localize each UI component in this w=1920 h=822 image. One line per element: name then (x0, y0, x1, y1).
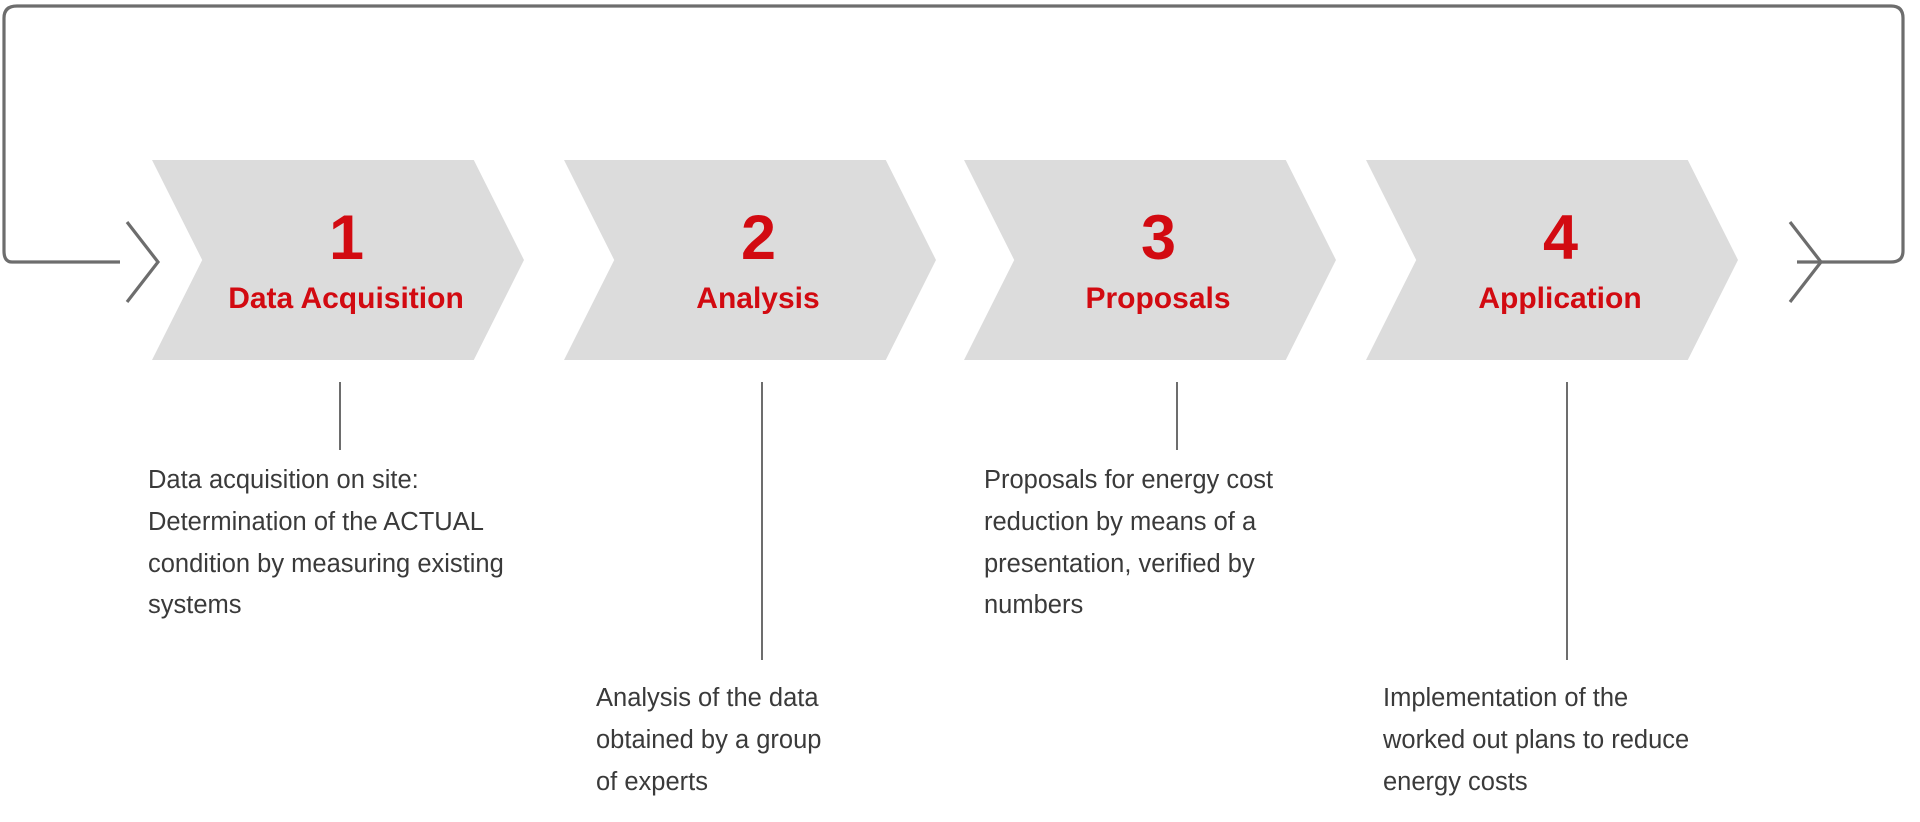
step-number-4: 4 (1542, 202, 1578, 273)
connector-line-4 (1566, 382, 1568, 660)
step-chevron-4[interactable]: 4 Application (1366, 160, 1738, 360)
connector-line-2 (761, 382, 763, 660)
step-description-1: Data acquisition on site: Determination … (148, 460, 504, 627)
chevron-right-icon (1788, 221, 1824, 303)
desc-3-line-4: numbers (984, 591, 1084, 620)
desc-4-line-3: energy costs (1383, 767, 1528, 796)
desc-1-line-2: Determination of the ACTUAL (148, 507, 484, 536)
desc-2-line-2: obtained by a group (596, 725, 822, 754)
desc-1-line-1: Data acquisition on site: (148, 466, 419, 494)
step-label-1: Data Acquisition (228, 281, 464, 315)
desc-2-line-1: Analysis of the data (596, 684, 819, 712)
connector-line-3 (1176, 382, 1178, 450)
desc-3-line-1: Proposals for energy cost (984, 466, 1274, 494)
step-number-3: 3 (1140, 202, 1176, 273)
step-chevron-3[interactable]: 3 Proposals (964, 160, 1336, 360)
desc-4-line-2: worked out plans to reduce (1383, 725, 1690, 754)
step-description-3: Proposals for energy cost reduction by m… (984, 460, 1273, 627)
desc-1-line-3: condition by measuring existing (148, 549, 504, 578)
step-label-3: Proposals (1085, 281, 1231, 315)
step-chevron-2[interactable]: 2 Analysis (564, 160, 936, 360)
desc-1-line-4: systems (148, 591, 242, 620)
step-label-4: Application (1478, 281, 1642, 315)
step-number-2: 2 (740, 202, 776, 273)
step-description-2: Analysis of the data obtained by a group… (596, 678, 821, 803)
step-description-4: Implementation of the worked out plans t… (1383, 678, 1689, 803)
arrow-right-icon (125, 221, 161, 303)
desc-4-line-1: Implementation of the (1383, 684, 1629, 712)
desc-3-line-2: reduction by means of a (984, 507, 1257, 536)
desc-3-line-3: presentation, verified by (984, 549, 1255, 578)
step-number-1: 1 (328, 202, 364, 273)
step-label-2: Analysis (696, 281, 820, 315)
connector-line-1 (339, 382, 341, 450)
desc-2-line-3: of experts (596, 767, 708, 796)
step-chevron-1[interactable]: 1 Data Acquisition (152, 160, 524, 360)
